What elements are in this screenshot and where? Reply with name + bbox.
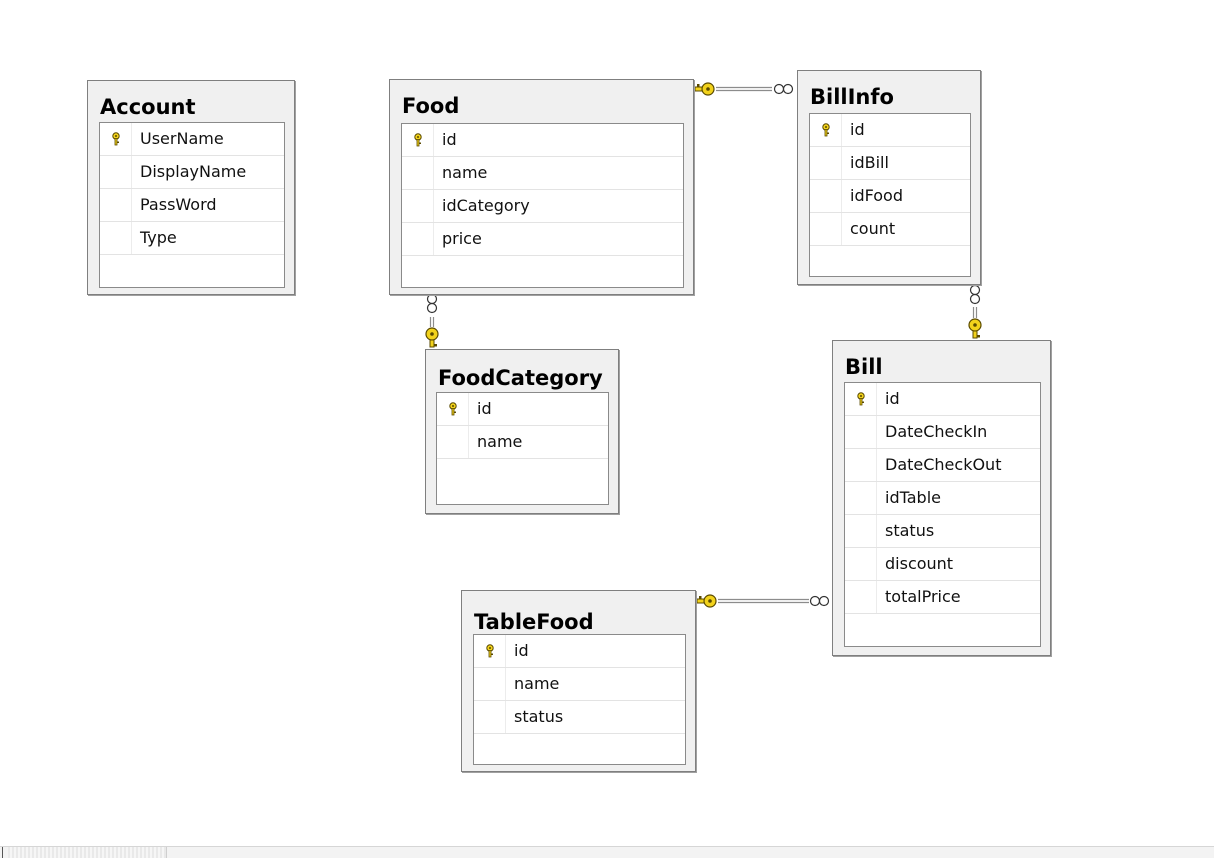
column-name: DateCheckOut xyxy=(885,455,1002,474)
column-list-foodcategory: id name xyxy=(436,392,609,505)
column-list-tablefood: id name status xyxy=(473,634,686,765)
column-row[interactable]: price xyxy=(402,223,683,256)
column-row[interactable]: DateCheckIn xyxy=(845,416,1040,449)
column-row[interactable]: status xyxy=(474,701,685,734)
table-billinfo[interactable]: BillInfo id idBill idFood count xyxy=(797,70,981,285)
status-bar xyxy=(0,846,1214,858)
table-title-billinfo: BillInfo xyxy=(810,85,894,109)
column-name: DateCheckIn xyxy=(885,422,988,441)
table-title-account: Account xyxy=(100,95,196,119)
column-name: PassWord xyxy=(140,195,217,214)
table-tablefood[interactable]: TableFood id name status xyxy=(461,590,696,772)
table-title-tablefood: TableFood xyxy=(474,610,594,634)
column-name: id xyxy=(885,389,900,408)
key-icon xyxy=(425,327,439,348)
primary-key-icon xyxy=(414,133,422,147)
column-row[interactable]: id xyxy=(810,114,970,147)
table-bill[interactable]: Bill id DateCheckIn DateCheckOut idTable… xyxy=(832,340,1051,656)
column-row[interactable]: DisplayName xyxy=(100,156,284,189)
column-name: Type xyxy=(140,228,177,247)
key-icon xyxy=(968,318,982,339)
column-name: name xyxy=(477,432,523,451)
column-name: name xyxy=(514,674,560,693)
column-name: discount xyxy=(885,554,954,573)
column-list-bill: id DateCheckIn DateCheckOut idTable stat… xyxy=(844,382,1041,647)
table-foodcategory[interactable]: FoodCategory id name xyxy=(425,349,619,514)
column-row[interactable]: id xyxy=(474,635,685,668)
primary-key-icon xyxy=(857,392,865,406)
column-row[interactable]: totalPrice xyxy=(845,581,1040,614)
key-icon xyxy=(694,82,715,96)
column-name: totalPrice xyxy=(885,587,961,606)
column-row[interactable]: id xyxy=(437,393,608,426)
column-row[interactable]: count xyxy=(810,213,970,246)
column-list-billinfo: id idBill idFood count xyxy=(809,113,971,277)
column-row[interactable]: id xyxy=(402,124,683,157)
column-name: idFood xyxy=(850,186,903,205)
column-name: id xyxy=(477,399,492,418)
column-row[interactable]: id xyxy=(845,383,1040,416)
column-row[interactable]: name xyxy=(437,426,608,459)
column-name: status xyxy=(514,707,564,726)
column-name: UserName xyxy=(140,129,224,148)
primary-key-icon xyxy=(449,402,457,416)
column-list-food: id name idCategory price xyxy=(401,123,684,288)
infinity-icon xyxy=(426,293,438,314)
infinity-icon xyxy=(969,284,981,305)
primary-key-icon xyxy=(112,132,120,146)
column-row[interactable]: Type xyxy=(100,222,284,255)
column-row[interactable]: DateCheckOut xyxy=(845,449,1040,482)
column-name: idCategory xyxy=(442,196,530,215)
column-name: status xyxy=(885,521,935,540)
column-list-account: UserName DisplayName PassWord Type xyxy=(99,122,285,288)
column-row[interactable]: idFood xyxy=(810,180,970,213)
column-row[interactable]: name xyxy=(402,157,683,190)
column-row[interactable]: discount xyxy=(845,548,1040,581)
column-name: DisplayName xyxy=(140,162,247,181)
column-name: id xyxy=(850,120,865,139)
status-divider xyxy=(2,847,3,858)
column-row[interactable]: idTable xyxy=(845,482,1040,515)
primary-key-icon xyxy=(486,644,494,658)
column-row[interactable]: idBill xyxy=(810,147,970,180)
column-name: name xyxy=(442,163,488,182)
column-name: price xyxy=(442,229,482,248)
column-row[interactable]: UserName xyxy=(100,123,284,156)
column-name: idBill xyxy=(850,153,889,172)
column-row[interactable]: idCategory xyxy=(402,190,683,223)
table-account[interactable]: Account UserName DisplayName PassWord Ty… xyxy=(87,80,295,295)
key-icon xyxy=(696,594,717,608)
horizontal-scrollbar[interactable] xyxy=(8,847,167,858)
column-name: id xyxy=(442,130,457,149)
table-food[interactable]: Food id name idCategory price xyxy=(389,79,694,295)
infinity-icon xyxy=(773,83,794,95)
column-name: count xyxy=(850,219,896,238)
column-name: id xyxy=(514,641,529,660)
column-name: idTable xyxy=(885,488,941,507)
infinity-icon xyxy=(809,595,830,607)
column-row[interactable]: status xyxy=(845,515,1040,548)
table-title-bill: Bill xyxy=(845,355,883,379)
table-title-food: Food xyxy=(402,94,460,118)
primary-key-icon xyxy=(822,123,830,137)
table-title-foodcategory: FoodCategory xyxy=(438,366,603,390)
column-row[interactable]: PassWord xyxy=(100,189,284,222)
column-row[interactable]: name xyxy=(474,668,685,701)
